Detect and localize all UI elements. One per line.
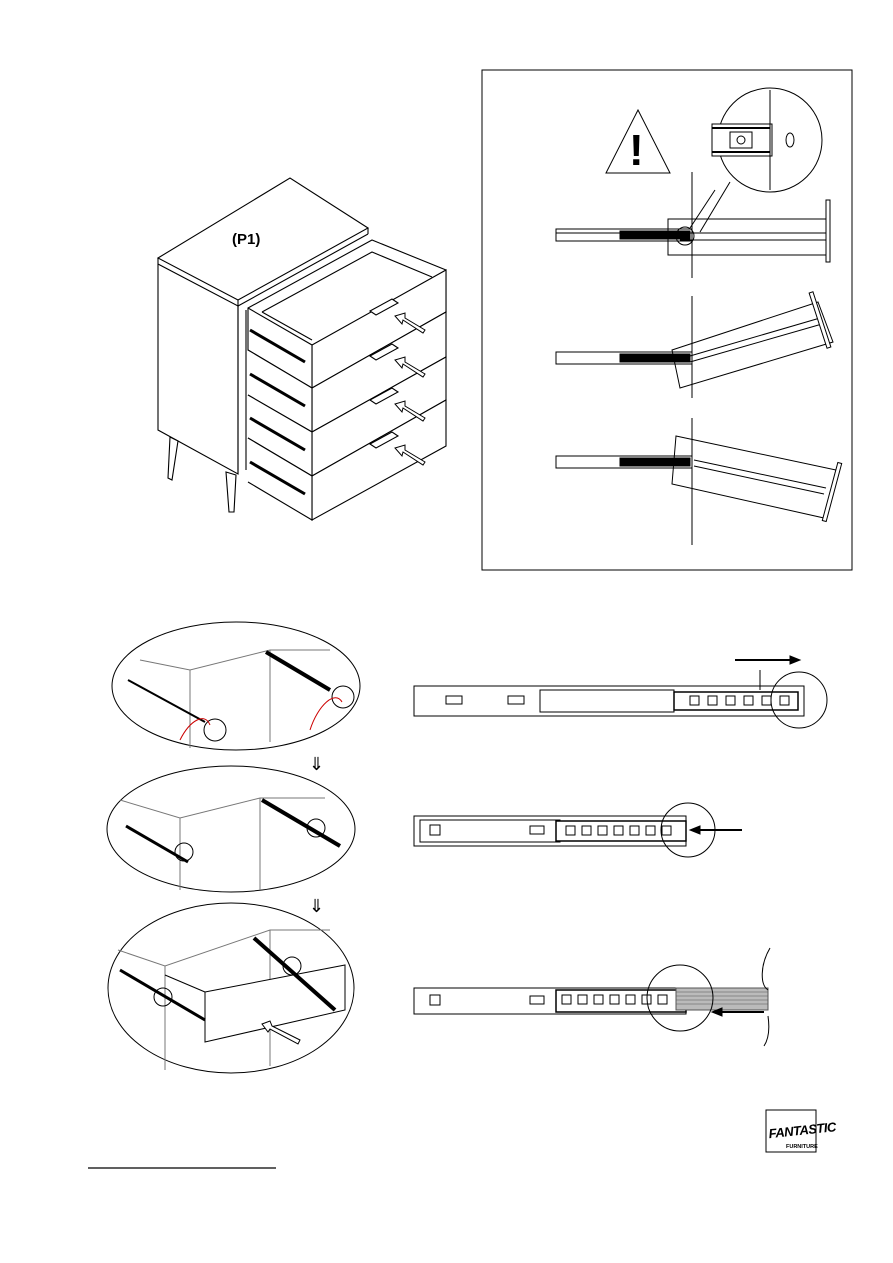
logo-text-sub: FURNITURE — [786, 1144, 818, 1150]
dresser-illustration — [158, 178, 446, 520]
runner-diagram-2 — [414, 803, 742, 857]
step-oval-2 — [107, 766, 355, 892]
svg-text:⇓: ⇓ — [309, 754, 324, 775]
runner-diagram-3 — [414, 948, 770, 1046]
step-oval-3 — [108, 903, 354, 1073]
brand-logo: FANTASTIC FURNITURE — [766, 1110, 838, 1152]
svg-text:⇓: ⇓ — [309, 896, 324, 917]
step-oval-1 — [112, 622, 360, 750]
warning-mark: ! — [629, 126, 644, 175]
part-label: (P1) — [232, 231, 260, 248]
magnifier-detail — [690, 88, 822, 232]
slide-detail-3 — [556, 418, 842, 545]
runner-diagram-1 — [414, 656, 827, 728]
slide-detail-2 — [556, 292, 833, 398]
